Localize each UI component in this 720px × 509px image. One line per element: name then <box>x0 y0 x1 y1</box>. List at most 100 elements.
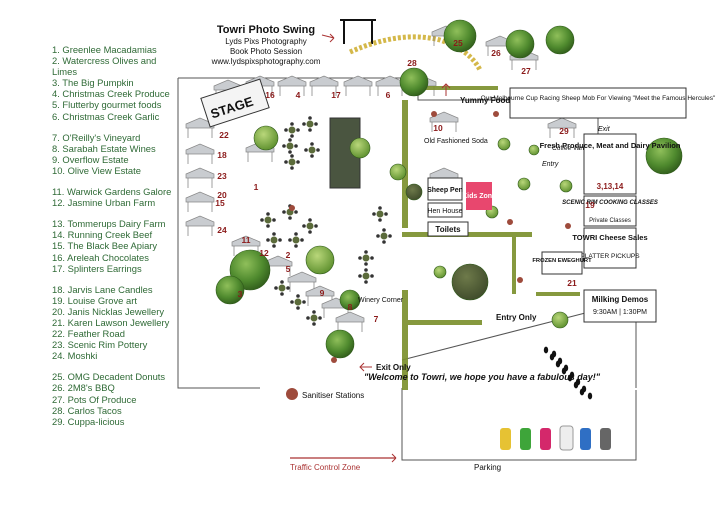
stall-number: 6 <box>386 90 391 100</box>
legend-item: 13. Tommerups Dairy Farm <box>52 218 166 230</box>
stall-number: 29 <box>559 126 569 136</box>
stall-number: 4 <box>296 90 301 100</box>
sanitiser-label: Sanitiser Stations <box>302 391 364 400</box>
footprint-icon <box>573 381 579 389</box>
private-classes-label: Private Classes <box>589 218 631 224</box>
tent-icon <box>309 75 339 96</box>
legend-item: 11. Warwick Gardens Galore <box>52 186 172 198</box>
stall-number: 24 <box>217 225 227 235</box>
hedges <box>402 86 580 390</box>
tent-icon <box>185 167 215 188</box>
stall-number: 8 <box>348 302 353 312</box>
legend-item: 24. Moshki <box>52 350 98 362</box>
tree-icon <box>505 29 535 59</box>
parked-cars <box>500 425 611 451</box>
footprint-icon <box>561 367 567 375</box>
tree-icon <box>443 19 477 53</box>
hen-house-label: Hen House <box>427 208 462 215</box>
legend-item: 12. Jasmine Urban Farm <box>52 197 156 209</box>
stall-number: 18 <box>217 150 227 160</box>
tent-icon <box>277 75 307 96</box>
table-setting-icon <box>284 122 300 138</box>
footprints <box>543 346 593 400</box>
legend-item: 27. Pots Of Produce <box>52 393 137 405</box>
entry-only-label: Entry Only <box>496 313 537 322</box>
old-soda-label: Old Fashioned Soda <box>424 138 488 145</box>
footprint-icon <box>543 346 549 354</box>
fresh-produce-pavilion: Fresh Produce, Meat and Dairy Pavilion 3… <box>540 126 681 195</box>
legend-group-farm: 13. Tommerups Dairy Farm 14. Running Cre… <box>52 218 182 273</box>
legend-group-food: 25. OMG Decadent Donuts 26. 2M8's BBQ 27… <box>52 371 182 426</box>
exit-arrow-icon <box>359 362 372 372</box>
stall-number: 16 <box>265 90 275 100</box>
sanitiser-legend: Sanitiser Stations <box>286 388 364 400</box>
cheese-label: TOWRI Cheese Sales <box>572 233 647 242</box>
table-setting-icon <box>288 232 304 248</box>
legend-item: 7. O'Reilly's Vineyard <box>52 131 141 143</box>
legend-item: 9. Overflow Estate <box>52 153 129 165</box>
milking-label: Milking Demos <box>592 295 649 304</box>
legend-item: 28. Carlos Tacos <box>52 404 122 416</box>
legend-item: 22. Feather Road <box>52 328 125 340</box>
traffic-label: Traffic Control Zone <box>290 463 361 472</box>
table-setting-icon <box>304 142 320 158</box>
legend-item: 23. Scenic Rim Pottery <box>52 339 148 351</box>
tree-icon <box>517 177 531 191</box>
exit-only-label: Exit Only <box>376 363 411 372</box>
fresh-produce-label: Fresh Produce, Meat and Dairy Pavilion <box>540 141 681 150</box>
stall-number: 5 <box>286 264 291 274</box>
stall-number: 27 <box>521 66 531 76</box>
stall-number: 26 <box>491 48 501 58</box>
stall-number: 2 <box>286 250 291 260</box>
stall-number: 9 <box>320 288 325 298</box>
footprint-icon <box>549 353 555 361</box>
tree-icon <box>305 245 335 275</box>
tent-icon <box>231 235 261 256</box>
coffee-van-label: Coffee Van <box>552 145 584 152</box>
legend-item: 10. Olive View Estate <box>52 164 141 176</box>
tree-icon <box>551 311 569 329</box>
legend-item: 14. Running Creek Beef <box>52 229 153 241</box>
stall-number: 15 <box>215 198 225 208</box>
stall-number: 12 <box>259 248 269 258</box>
stall-number: 23 <box>217 171 227 181</box>
tent-icon <box>335 311 365 332</box>
legend-item: 2. Watercress Olives and Limes <box>52 55 157 78</box>
table-setting-icon <box>376 228 392 244</box>
tree-icon <box>405 183 423 201</box>
table-setting-icon <box>290 294 306 310</box>
trees <box>215 19 683 359</box>
legend-item: 5. Flutterby gourmet foods <box>52 99 162 111</box>
milking-demos: Milking Demos 9:30AM | 1:30PM <box>583 289 657 323</box>
photo-swing-url: www.lydspixsphotography.com <box>211 57 321 66</box>
cooking-classes: SCENIC RIM COOKING CLASSES Private Class… <box>562 195 658 227</box>
table-setting-icon <box>266 232 282 248</box>
photo-swing-title: Towri Photo Swing <box>217 24 315 36</box>
tree-icon <box>451 263 489 301</box>
stall-number: 28 <box>407 58 417 68</box>
legend-item: 18. Jarvis Lane Candles <box>52 283 153 295</box>
legend-item: 16. Areleah Chocolates <box>52 251 149 263</box>
toilets-label: Toilets <box>435 225 461 234</box>
legend-item: 6. Christmas Creek Garlic <box>52 110 160 122</box>
table-setting-icon <box>306 310 322 326</box>
legend-item: 1. Greenlee Macadamias <box>52 44 157 55</box>
vendor-legend: 1. Greenlee Macadamias 2. Watercress Oli… <box>52 44 182 437</box>
entry-label: Entry <box>542 161 559 168</box>
tree-icon <box>645 137 683 175</box>
stall-number: 10 <box>433 123 443 133</box>
stall-number: 3 <box>238 289 243 299</box>
frozen-eweghurt: FROZEN EWEGHURT <box>532 251 592 275</box>
legend-item: 25. OMG Decadent Donuts <box>52 371 166 383</box>
table-setting-icon <box>358 268 374 284</box>
tree-icon <box>253 125 279 151</box>
frozen-label: FROZEN EWEGHURT <box>532 258 592 264</box>
photo-swing-line: Book Photo Session <box>230 47 302 56</box>
tree-icon <box>215 275 245 305</box>
milking-times: 9:30AM | 1:30PM <box>593 309 647 316</box>
stall-number: 19 <box>585 200 595 210</box>
tent-icon <box>547 117 577 138</box>
tree-icon <box>545 25 575 55</box>
tent-icon <box>343 75 373 96</box>
